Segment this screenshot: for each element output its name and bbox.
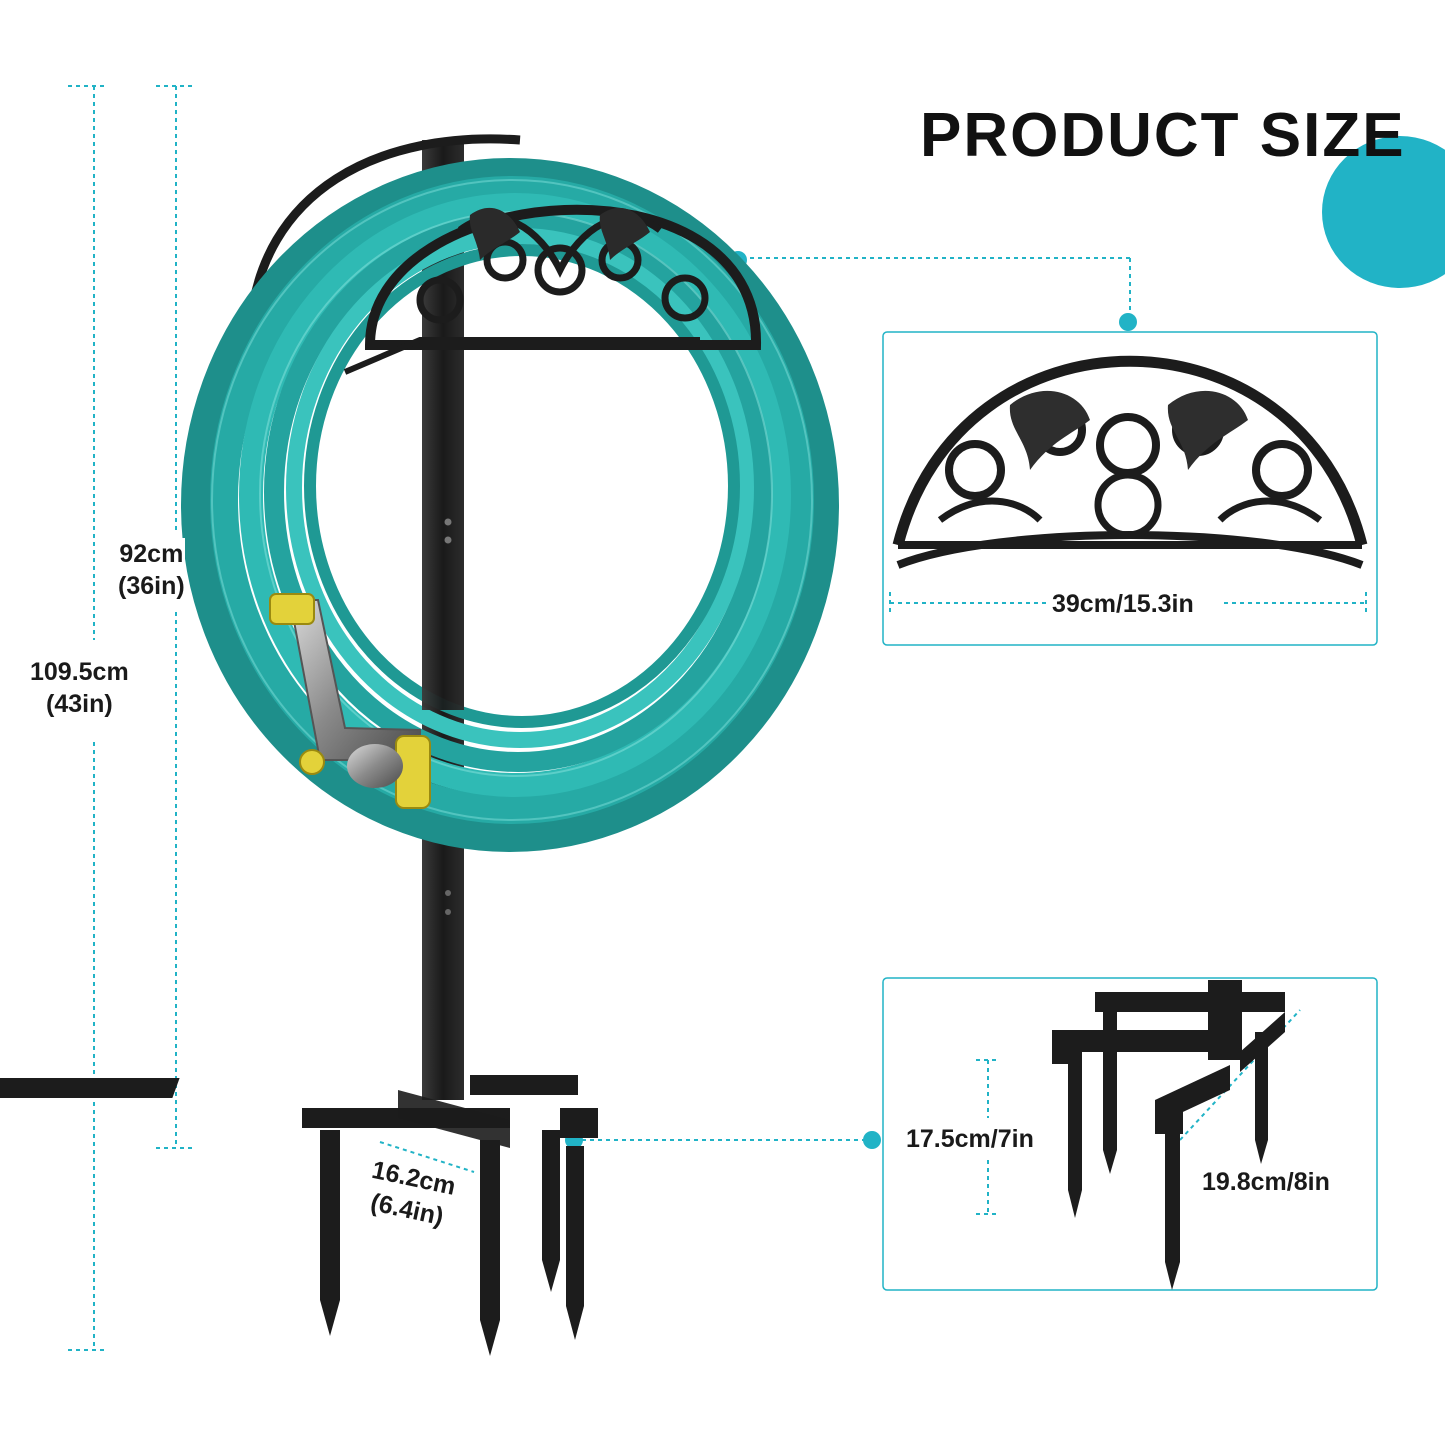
stand-base	[0, 1075, 598, 1148]
stake-height-label: 17.5cm/7in	[906, 1123, 1034, 1155]
base-depth-label: 19.8cm/8in	[1202, 1166, 1330, 1198]
hummingbird-icon	[469, 207, 650, 260]
base-detail	[1052, 980, 1285, 1290]
total-height-in: (43in)	[46, 690, 113, 718]
base-detail-box	[882, 977, 1378, 1291]
hose-coil	[181, 158, 839, 852]
hanger-detail-box	[882, 331, 1378, 646]
accent-circle	[1322, 136, 1445, 288]
hanger-detail	[892, 355, 1368, 569]
total-height-cm: 109.5cm	[30, 658, 129, 686]
arm-height-label: 92cm (36in)	[118, 538, 185, 602]
spray-nozzle	[269, 593, 431, 809]
dimension-guides	[68, 85, 1367, 1351]
hanger-width-label: 39cm/15.3in	[1052, 588, 1194, 620]
arm-height-cm: 92cm	[119, 540, 184, 568]
hummingbird-detail-icon	[1009, 390, 1248, 470]
ground-stakes	[320, 1130, 584, 1356]
arm-height-in: (36in)	[118, 572, 185, 600]
total-height-label: 109.5cm (43in)	[30, 656, 129, 720]
page-title: PRODUCT SIZE	[920, 101, 1406, 170]
